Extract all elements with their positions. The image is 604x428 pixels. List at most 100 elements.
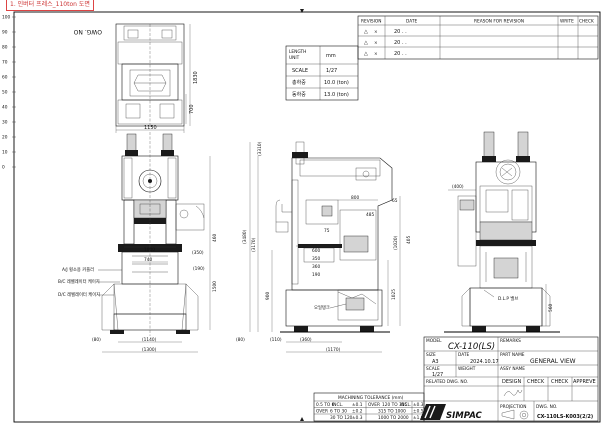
tb-assy-label: ASSY NAME (500, 366, 525, 372)
rev-header-reason: REASON FOR REVISION (474, 19, 524, 25)
spec-total-load-value: 10.0 (ton) (324, 80, 349, 86)
tb-check2: CHECK (551, 379, 569, 385)
tol-r1c4: OVER (368, 402, 380, 408)
center-marker (300, 9, 304, 13)
rev-row-mark: △ (364, 40, 368, 46)
dim-side-190: 190 (312, 272, 320, 278)
title-block: MODEL CX-110(LS) REMARKS SIZE A3 DATE 20… (420, 336, 599, 422)
dim-side-1025: 1025 (391, 289, 397, 300)
rev-header-date: DATE (406, 19, 417, 25)
spec-length-unit-value: mm (326, 53, 336, 59)
callout-oil-tank: 오일탱크 (314, 304, 330, 311)
top-view: 1150 1830 700 (115, 23, 199, 133)
tol-r1c7: ±0.3 (413, 402, 424, 408)
tb-date-label: DATE (458, 352, 469, 358)
spec-table: LENGTH UNIT mm SCALE 1/27 총하중 10.0 (ton)… (285, 45, 359, 101)
tol-r2c3: ±0.2 (352, 409, 363, 415)
dim-side-350: 350 (312, 256, 320, 262)
dim-front-1300: (1300) (142, 347, 157, 353)
dim-side-80: (80) (236, 337, 245, 343)
drawing-frame (13, 11, 601, 423)
dim-side-900: 900 (265, 292, 271, 300)
dim-side-360b: 360 (312, 264, 320, 270)
tb-weight-label: WEIGHT (458, 366, 476, 372)
ruler-label: 20 (2, 135, 8, 141)
tb-approve: APPREVE (573, 379, 596, 385)
tolerance-table: MACHINING TOLERANCE (mm) 0.5 TO 6 INCL. … (313, 392, 425, 422)
tb-model-label: MODEL (426, 338, 442, 344)
tol-r2c1: OVER (316, 409, 328, 415)
ruler-label: 80 (2, 45, 8, 51)
rev-row-x: × (374, 29, 378, 35)
dim-side-360: (360) (300, 337, 312, 343)
dim-front-740: 740 (144, 257, 152, 263)
tb-check: CHECK (527, 379, 545, 385)
rev-row-mark: △ (364, 51, 368, 57)
rev-row-x: × (374, 40, 378, 46)
rev-row-date: 20 . . (394, 51, 407, 57)
ruler-label: 90 (2, 30, 8, 36)
tb-part-name: GENERAL VIEW (530, 358, 576, 365)
designer-signature (503, 389, 523, 397)
spec-length-unit-label: LENGTH (289, 49, 306, 55)
bottom-center-marker (300, 417, 304, 421)
dim-front-460: 460 (212, 234, 218, 242)
dim-top-width: 1150 (144, 125, 157, 131)
dim-front-190: (190) (193, 266, 205, 272)
callout-dc-cage: D/C 레벨레이터 케이지 (58, 291, 100, 298)
dim-side-1170: (1170) (326, 347, 341, 353)
tb-design: DESIGN (502, 379, 522, 385)
ruler-label: 70 (2, 60, 8, 66)
tb-date: 2024.10.17 (470, 359, 499, 365)
rev-row-date: 20 . . (394, 29, 407, 35)
spec-dynamic-load-value: 13.0 (ton) (324, 92, 349, 98)
dim-top-height-a: 1830 (193, 71, 199, 84)
dim-front-350: (350) (192, 250, 204, 256)
tol-r3c3: ±0.3 (352, 415, 363, 421)
tol-r3c5: 1000 TO 2000 (378, 415, 409, 421)
callout-coupler: A/J 횡소용 커플러 (62, 266, 94, 273)
ruler-label: 50 (2, 90, 8, 96)
ruler-label: 10 (2, 150, 8, 156)
tb-part-name-label: PART NAME (500, 352, 525, 358)
ruler-label: 100 (2, 15, 10, 21)
dim-front-80: (80) (92, 337, 101, 343)
tol-r3c6: ±1.0 (413, 415, 424, 421)
ruler-label: 40 (2, 105, 8, 111)
rev-row-x: × (374, 51, 378, 57)
tol-r1c3: ±0.1 (352, 402, 363, 408)
dim-top-height-b: 700 (189, 104, 195, 114)
tol-r1c1: 0.5 TO 6 (316, 402, 335, 408)
spec-scale-value: 1/27 (326, 68, 337, 74)
dim-rear-400: (400) (452, 184, 464, 190)
callout-dlp-valve: D.L.P 밸브 (498, 295, 518, 302)
rev-row-mark: △ (364, 29, 368, 35)
projection-symbol-icon (501, 409, 529, 420)
dim-side-75: 75 (324, 228, 330, 234)
tb-size: A3 (432, 359, 439, 365)
rev-header-check: CHECK (579, 19, 594, 25)
tol-r2c5: 315 TO 1000 (378, 409, 406, 415)
dim-side-800: 800 (351, 195, 359, 201)
tb-scale-label: SCALE (426, 366, 440, 372)
tol-r2c2: 6 TO 30 (330, 409, 347, 415)
dim-side-1020: (1020) (393, 235, 399, 250)
tb-related-label: RELATED DWG. NO. (426, 379, 468, 385)
dim-side-3170: (3170) (251, 237, 257, 252)
drawing-tab-label[interactable]: 1. 인버터 프레스_110ton 도면 (6, 0, 94, 11)
ruler-label: 60 (2, 75, 8, 81)
rear-view: D.L.P 밸브 (400) 560 (444, 131, 560, 333)
spec-total-load-label: 총하중 (292, 79, 306, 86)
tb-model: CX-110(LS) (448, 342, 495, 352)
dim-side-110: (110) (270, 337, 282, 343)
dim-front-1500: 1500 (212, 281, 218, 292)
dim-front-1000: 1000 (144, 247, 155, 253)
tol-r1c2: INCL. (332, 402, 343, 408)
tol-r3c2: 30 TO 120 (330, 415, 353, 421)
tb-dwg-no: CX-110LS-K003(2/2) (537, 414, 593, 420)
tb-dwg-no-label: DWG. NO. (536, 404, 557, 410)
rev-header-write: WRITE (560, 19, 574, 25)
ruler-label: 0 (2, 165, 5, 171)
rev-row-date: 20 . . (394, 40, 407, 46)
